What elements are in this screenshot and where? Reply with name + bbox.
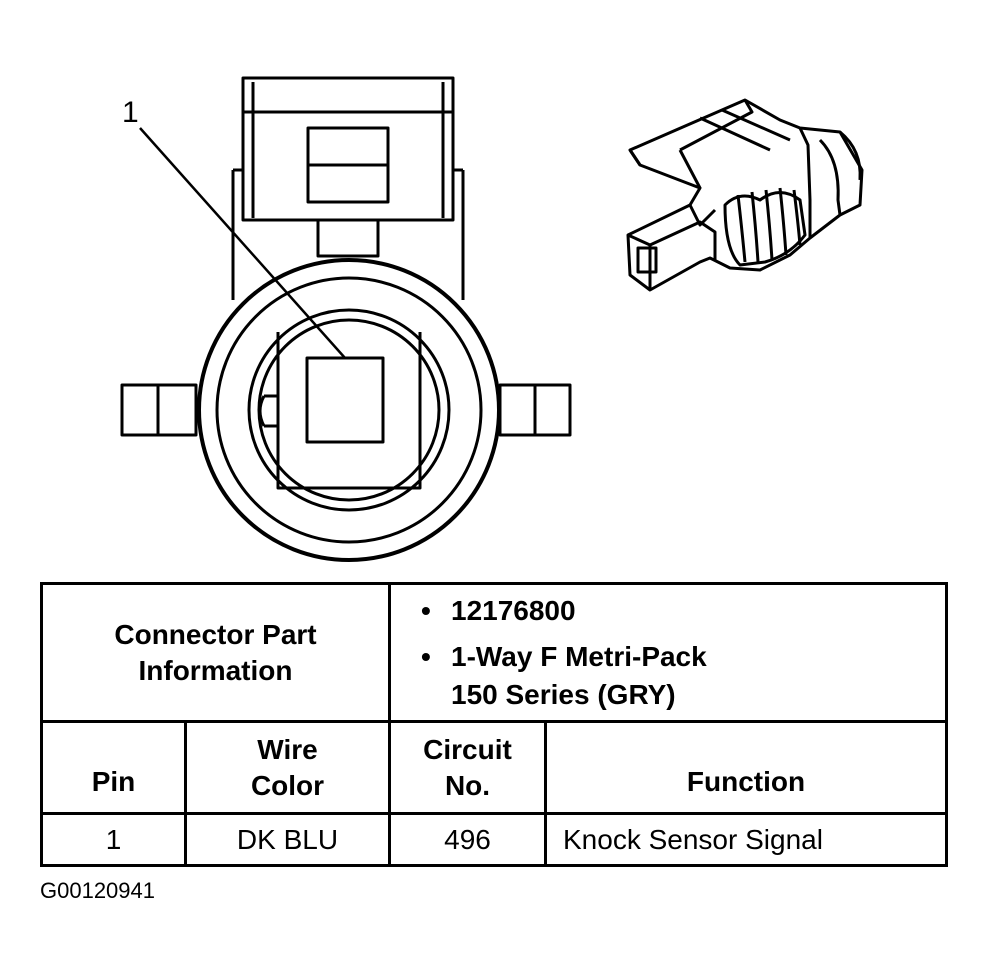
cell-function: Knock Sensor Signal [544,812,948,867]
connector-part-info-values: • 12176800 • 1-Way F Metri-Pack 150 Seri… [388,582,948,723]
part-number: 12176800 [451,594,576,626]
callout-leader-line [139,127,346,359]
table-row: 1 DK BLU 496 Knock Sensor Signal [40,812,948,867]
connector-part-label-line2: Information [138,654,293,686]
callout-number: 1 [122,96,139,129]
cell-circuit: 496 [388,812,547,867]
connector-type-line2: 150 Series (GRY) [451,678,676,710]
bullet-icon: • [421,594,431,626]
connector-part-info-label: Connector Part Information [40,582,391,723]
connector-info-table: Connector Part Information • 12176800 • … [40,582,948,867]
column-header-circuit-no: Circuit No. [388,720,547,815]
bullet-icon: • [421,640,431,672]
cell-pin: 1 [40,812,187,867]
connector-perspective-view [626,98,864,292]
figure-id: G00120941 [40,878,155,903]
connector-type-item: • 1-Way F Metri-Pack 150 Series (GRY) [421,638,945,714]
cell-wire-color: DK BLU [184,812,391,867]
terminal-cavity [305,356,385,444]
connector-latch [231,76,465,300]
column-header-pin: Pin [40,720,187,815]
connector-diagram [120,76,864,562]
column-header-function: Function [544,720,948,815]
connector-part-label-line1: Connector Part [114,618,317,650]
connector-side-tabs [120,383,572,437]
column-header-wire-color: Wire Color [184,720,391,815]
connector-type-line1: 1-Way F Metri-Pack [451,640,707,672]
part-number-item: • 12176800 [421,592,945,630]
